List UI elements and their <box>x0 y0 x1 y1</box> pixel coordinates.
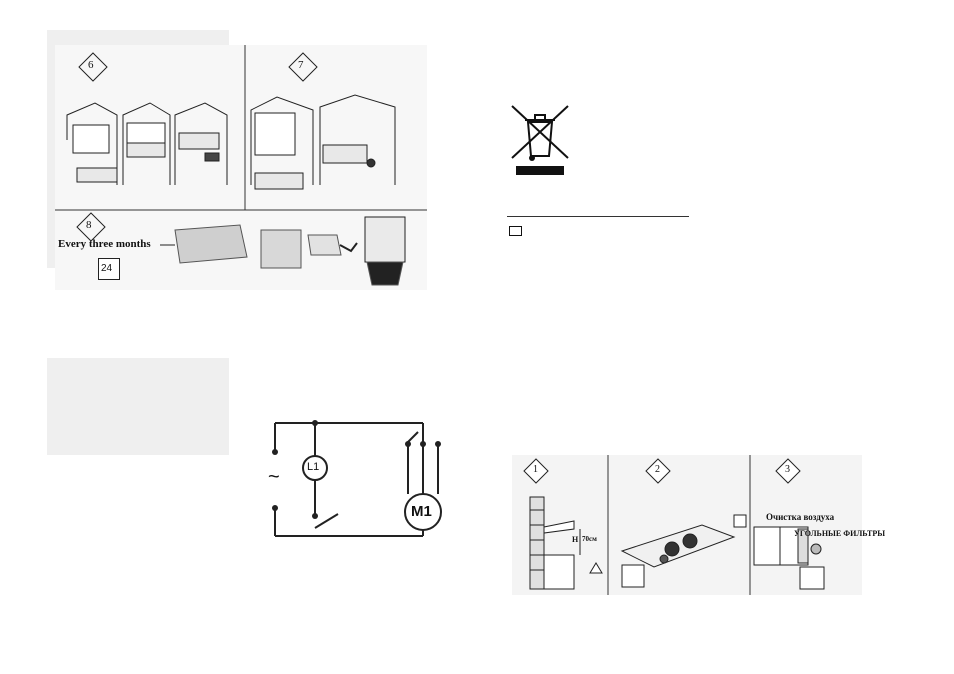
weee-recycle-symbol <box>508 100 572 178</box>
install-diagram-steps-1-3: 1 2 3 H 70см Очистка воздуха УГОЛЬНЫЕ ФИ… <box>512 455 885 595</box>
step-8-number: 8 <box>86 219 92 231</box>
motor-label: M1 <box>411 503 432 520</box>
wiring-diagram-lines <box>272 420 442 537</box>
step-2-number: 2 <box>655 464 660 475</box>
carbon-filters-label: УГОЛЬНЫЕ ФИЛЬТРЫ <box>794 529 886 538</box>
air-cleaning-label: Очистка воздуха <box>766 512 835 522</box>
section-rule <box>507 216 689 217</box>
wiring-diagram: ~ L1 M1 <box>268 418 448 543</box>
cleaning-interval-caption: Every three months <box>58 238 151 250</box>
step-1-number: 1 <box>533 464 538 475</box>
dimension-label: H <box>572 535 579 544</box>
calendar-number: 24 <box>101 263 113 274</box>
install-diagram-1-3-drawing <box>523 455 825 595</box>
install-diagram-steps-6-8: 6 7 8 Every three months 24 <box>55 45 427 290</box>
empty-checkbox <box>509 226 522 236</box>
crossed-bin-icon <box>511 105 569 175</box>
dimension-value: 70см <box>582 535 597 543</box>
calendar-icon: 24 <box>98 258 120 280</box>
install-diagram-drawing <box>55 45 427 286</box>
left-margin-block-bottom <box>47 358 229 455</box>
step-3-number: 3 <box>785 464 790 475</box>
lamp-label: L1 <box>307 461 320 473</box>
step-7-number: 7 <box>298 59 304 71</box>
ac-symbol: ~ <box>268 466 280 488</box>
step-6-number: 6 <box>88 59 94 71</box>
